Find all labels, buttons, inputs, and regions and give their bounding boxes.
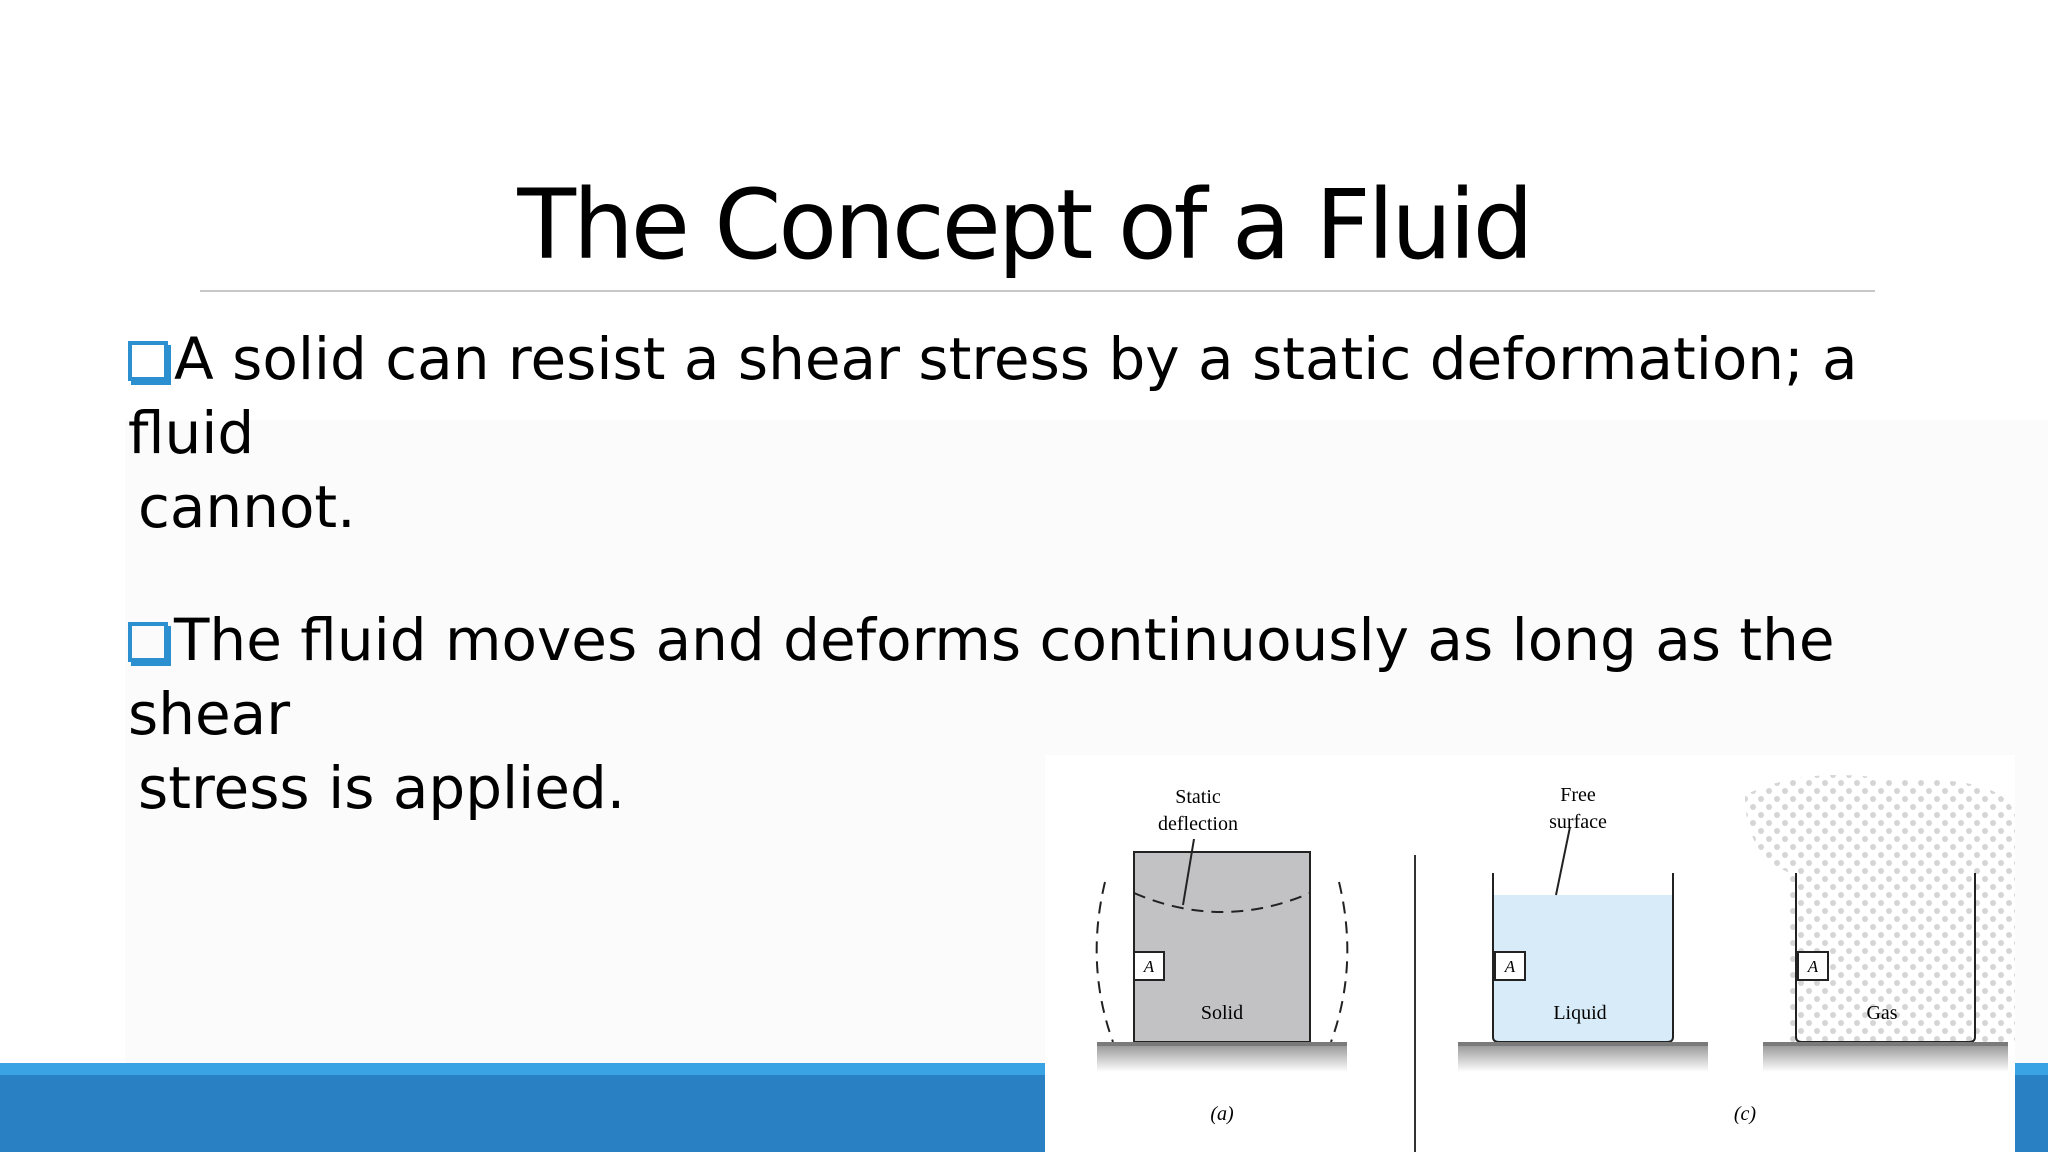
slide-title: The Concept of a Fluid (517, 169, 1533, 281)
bullet-1-line-2: cannot. (138, 473, 356, 541)
free-label: Free (1560, 784, 1596, 806)
figure-svg: A Solid Static deflection (a) Free surfa… (1045, 755, 2015, 1152)
ground-liquid (1458, 1042, 1708, 1046)
liquid-label: Liquid (1553, 1002, 1606, 1024)
caption-c: (c) (1734, 1103, 1757, 1125)
deflection-left-dashed (1095, 881, 1114, 1043)
bullet-item-1: A solid can resist a shear stress by a s… (128, 322, 1948, 544)
element-box-a (1133, 951, 1165, 981)
solid-label: Solid (1201, 1002, 1243, 1024)
ground-gas (1763, 1042, 2008, 1046)
bullet-2-line-1: The fluid moves and deforms continuously… (128, 606, 1835, 748)
panel-a-solid: A Solid Static deflection (a) (1095, 786, 1349, 1125)
caption-a: (a) (1210, 1103, 1234, 1125)
gas-label: Gas (1866, 1002, 1897, 1024)
deflection-right-dashed (1330, 881, 1349, 1043)
element-label-liquid: A (1504, 957, 1516, 976)
callout-leader-a (1182, 838, 1195, 906)
ground-shade-liquid (1458, 1046, 1708, 1072)
static-label: Static (1175, 786, 1221, 808)
hollow-square-bullet-icon (128, 622, 168, 662)
title-divider (200, 290, 1875, 292)
element-label-gas: A (1807, 957, 1819, 976)
element-box-gas (1797, 951, 1829, 981)
element-label-a: A (1143, 957, 1155, 976)
deflection-label: deflection (1158, 813, 1238, 835)
hollow-square-bullet-icon (128, 341, 168, 381)
element-box-liquid (1494, 951, 1526, 981)
solid-block (1133, 851, 1311, 1043)
bullet-item-2: The fluid moves and deforms continuously… (128, 603, 1948, 825)
surface-label: surface (1549, 811, 1607, 833)
bullet-1-line-1: A solid can resist a shear stress by a s… (128, 325, 1858, 467)
panel-c-gas: A Gas (c) (1734, 775, 2015, 1125)
ground-shade-a (1097, 1046, 1347, 1072)
ground-shade-gas (1763, 1046, 2008, 1072)
bullet-2-line-2: stress is applied. (138, 754, 626, 822)
ground-a (1097, 1042, 1347, 1046)
solid-liquid-gas-figure: A Solid Static deflection (a) Free surfa… (1045, 755, 2015, 1152)
liquid-fill (1493, 895, 1673, 1042)
panel-c-liquid: Free surface A Liquid (1458, 784, 1708, 1072)
static-deflection-curve (1133, 892, 1311, 913)
callout-leader-liquid (1555, 826, 1571, 896)
